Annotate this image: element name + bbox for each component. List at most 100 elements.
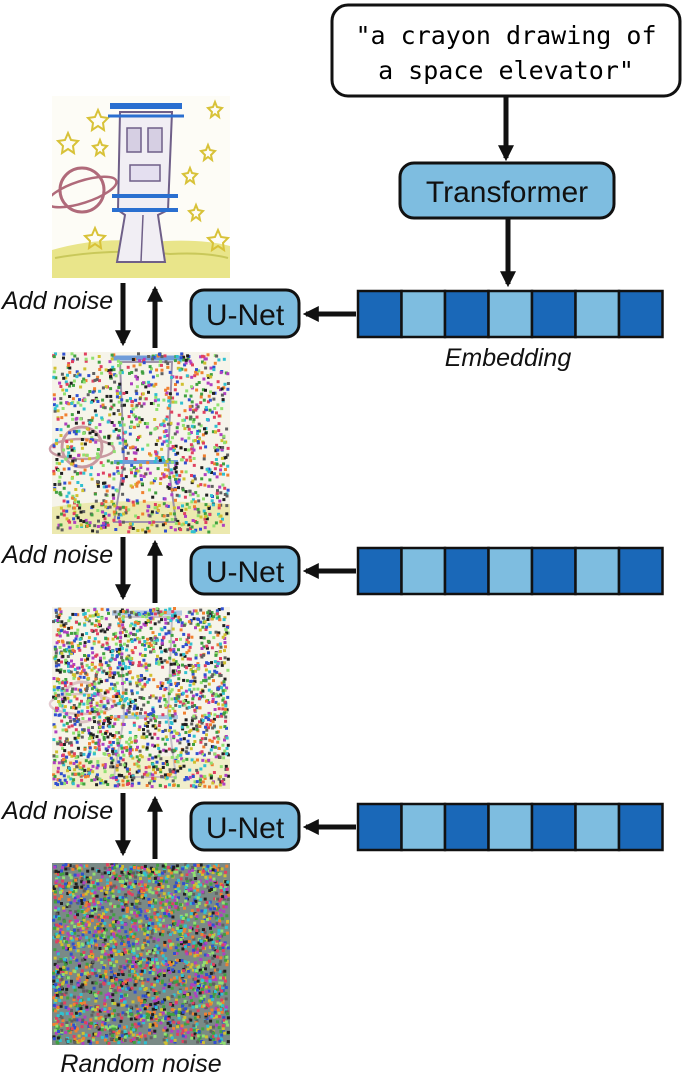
noise-speck bbox=[90, 1013, 94, 1017]
noise-speck bbox=[57, 452, 61, 456]
noise-speck bbox=[125, 630, 128, 634]
noise-speck bbox=[59, 1004, 63, 1008]
noise-speck bbox=[139, 674, 143, 677]
noise-speck bbox=[96, 777, 100, 781]
noise-speck bbox=[161, 1019, 165, 1023]
noise-speck bbox=[154, 642, 158, 645]
noise-speck bbox=[67, 947, 71, 951]
noise-speck bbox=[153, 908, 157, 912]
noise-speck bbox=[194, 370, 198, 374]
noise-speck bbox=[58, 983, 61, 987]
noise-speck bbox=[164, 775, 168, 779]
noise-speck bbox=[187, 633, 191, 637]
noise-speck bbox=[52, 1023, 56, 1026]
noise-speck bbox=[174, 488, 177, 492]
noise-speck bbox=[214, 651, 218, 655]
noise-speck bbox=[142, 499, 146, 503]
noise-speck bbox=[171, 942, 175, 946]
noise-speck bbox=[114, 920, 118, 924]
noise-speck bbox=[190, 375, 194, 379]
noise-speck bbox=[123, 699, 127, 703]
noise-speck bbox=[117, 420, 121, 424]
noise-speck bbox=[81, 717, 85, 720]
noise-speck bbox=[55, 993, 59, 997]
noise-speck bbox=[195, 768, 199, 772]
noise-speck bbox=[220, 867, 224, 871]
noise-speck bbox=[73, 1041, 77, 1044]
noise-speck bbox=[53, 915, 57, 919]
noise-speck bbox=[120, 774, 124, 777]
noise-speck bbox=[135, 1033, 139, 1037]
noise-speck bbox=[157, 1019, 161, 1022]
noise-speck bbox=[118, 412, 122, 416]
noise-speck bbox=[59, 668, 63, 672]
noise-speck bbox=[64, 971, 68, 975]
noise-speck bbox=[188, 359, 192, 363]
noise-speck bbox=[217, 737, 221, 741]
noise-speck bbox=[172, 768, 176, 772]
noise-speck bbox=[134, 467, 138, 471]
noise-speck bbox=[131, 400, 134, 404]
noise-speck bbox=[103, 1009, 107, 1013]
noise-speck bbox=[179, 637, 182, 641]
noise-speck bbox=[125, 677, 129, 681]
noise-speck bbox=[154, 1015, 158, 1019]
noise-speck bbox=[76, 913, 79, 917]
noise-speck bbox=[196, 484, 200, 488]
noise-speck bbox=[117, 386, 121, 389]
noise-speck bbox=[90, 707, 94, 711]
noise-speck bbox=[180, 621, 184, 625]
noise-speck bbox=[204, 1006, 208, 1010]
noise-speck bbox=[157, 456, 161, 459]
noise-speck bbox=[196, 514, 200, 518]
noise-speck bbox=[135, 629, 139, 633]
noise-speck bbox=[180, 1024, 184, 1028]
noise-speck bbox=[82, 471, 86, 475]
noise-speck bbox=[154, 427, 158, 430]
noise-speck bbox=[144, 662, 148, 666]
noise-speck bbox=[192, 463, 196, 467]
noise-speck bbox=[213, 446, 217, 449]
noise-speck bbox=[226, 1023, 230, 1027]
noise-speck bbox=[104, 617, 108, 621]
noise-speck bbox=[125, 509, 129, 512]
noise-speck bbox=[88, 431, 92, 435]
noise-speck bbox=[90, 436, 94, 440]
noise-speck bbox=[158, 458, 162, 462]
noise-speck bbox=[129, 928, 132, 932]
noise-speck bbox=[191, 1012, 195, 1016]
noise-speck bbox=[104, 485, 108, 489]
noise-speck bbox=[66, 769, 69, 773]
noise-speck bbox=[92, 680, 96, 684]
noise-speck bbox=[65, 1021, 69, 1025]
noise-speck bbox=[129, 446, 132, 450]
noise-speck bbox=[185, 389, 189, 393]
noise-speck bbox=[153, 992, 157, 995]
noise-speck bbox=[193, 921, 197, 925]
noise-speck bbox=[120, 474, 124, 477]
noise-speck bbox=[60, 692, 64, 696]
noise-speck bbox=[171, 396, 175, 400]
noise-speck bbox=[174, 444, 178, 448]
noise-speck bbox=[89, 768, 93, 772]
noise-speck bbox=[132, 633, 135, 636]
noise-speck bbox=[178, 931, 182, 935]
noise-speck bbox=[123, 403, 126, 407]
noise-speck bbox=[222, 498, 226, 502]
noise-speck bbox=[196, 405, 200, 409]
noise-speck bbox=[78, 761, 82, 765]
noise-speck bbox=[102, 927, 106, 931]
noise-speck bbox=[212, 736, 216, 740]
noise-speck bbox=[70, 462, 73, 466]
noise-speck bbox=[159, 901, 163, 905]
noise-speck bbox=[112, 429, 116, 433]
noise-speck bbox=[62, 758, 66, 761]
noise-speck bbox=[83, 957, 87, 961]
noise-speck bbox=[65, 1038, 68, 1042]
noise-speck bbox=[84, 759, 88, 763]
noise-speck bbox=[149, 1003, 153, 1007]
noise-speck bbox=[70, 352, 74, 356]
noise-speck bbox=[128, 772, 131, 776]
noise-speck bbox=[218, 899, 222, 903]
noise-speck bbox=[119, 460, 123, 464]
